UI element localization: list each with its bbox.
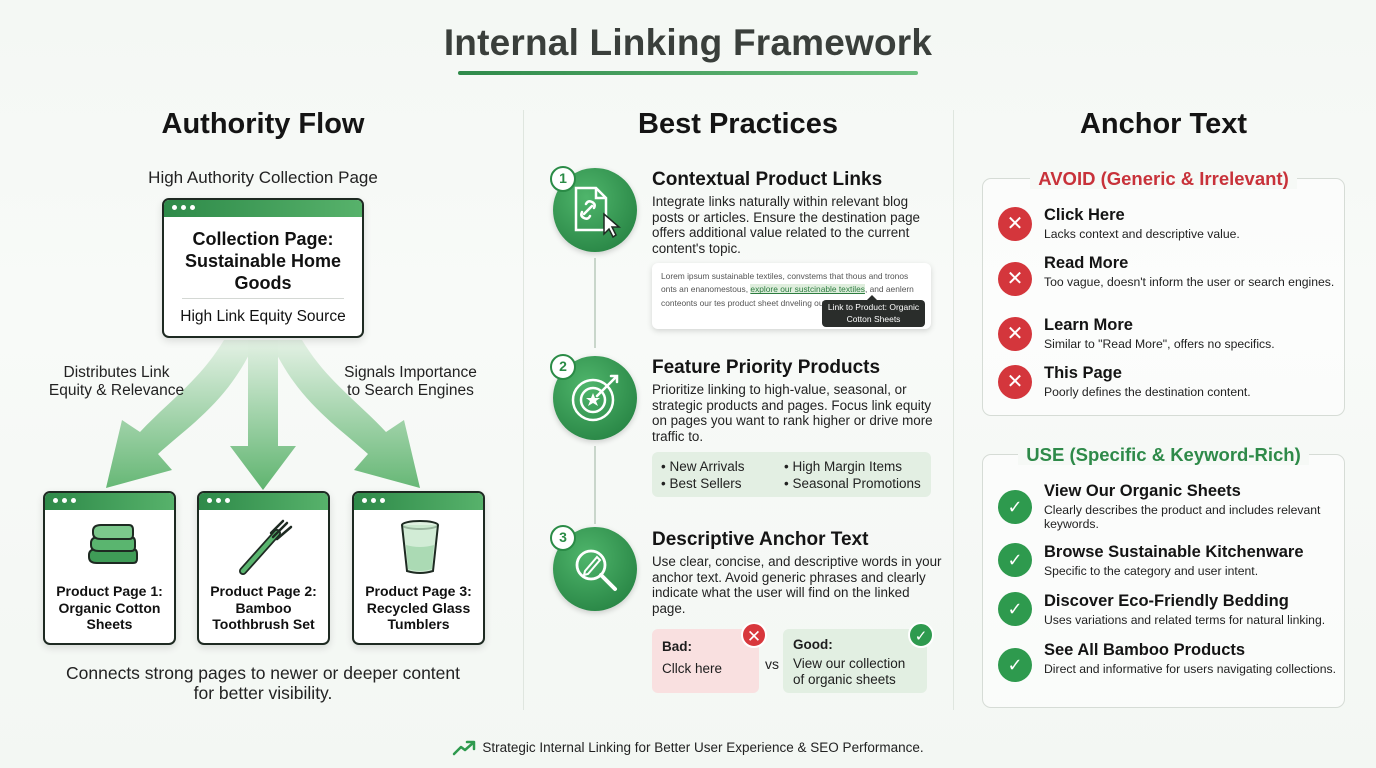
use-panel — [982, 454, 1345, 708]
authority-subtitle: High Authority Collection Page — [148, 168, 378, 187]
practice-2-text: Prioritize linking to high-value, season… — [652, 382, 933, 444]
priority-item: • Best Sellers — [661, 476, 742, 491]
snippet-text-after: , and aenlern conteonts our tes product … — [661, 284, 922, 308]
product-name-1: Product Page 1: Organic Cotton Sheets — [56, 583, 163, 632]
good-example-box: Good: View our collection of organic she… — [783, 629, 927, 693]
column-divider-right — [953, 110, 954, 710]
check-icon: ✓ — [998, 648, 1032, 682]
practice-2-number: 2 — [550, 354, 576, 380]
good-example-text: View our collection of organic sheets — [793, 656, 906, 687]
authority-footer: Connects strong pages to newer or deeper… — [66, 663, 460, 703]
product-card-3: Product Page 3: Recycled Glass Tumblers — [352, 491, 485, 645]
check-icon: ✓ — [908, 622, 934, 648]
priority-item: • High Margin Items — [784, 459, 903, 474]
priority-item: • New Arrivals — [661, 459, 745, 474]
x-icon: ✕ — [998, 262, 1032, 296]
collection-source: High Link Equity Source — [180, 308, 346, 325]
avoid-panel — [982, 178, 1345, 416]
timeline-line-1 — [594, 258, 596, 348]
authority-flow-heading: Authority Flow — [161, 108, 365, 140]
product-name-2: Product Page 2: Bamboo Toothbrush Set — [210, 583, 317, 632]
best-practices-heading: Best Practices — [638, 108, 838, 140]
x-icon: ✕ — [998, 207, 1032, 241]
document-link-icon — [574, 186, 622, 238]
versus-label: vs — [765, 656, 779, 672]
priority-item: • Seasonal Promotions — [784, 476, 921, 491]
practice-3-number: 3 — [550, 525, 576, 551]
practice-2-title: Feature Priority Products — [652, 357, 881, 378]
x-icon: ✕ — [998, 365, 1032, 399]
priority-products-box: • New Arrivals • High Margin Items • Bes… — [652, 452, 931, 497]
target-star-icon — [571, 374, 619, 422]
avoid-item-title: This Page — [1044, 364, 1122, 382]
check-icon: ✓ — [998, 543, 1032, 577]
bad-example-label: Bad: — [662, 639, 692, 654]
avoid-item-title: Read More — [1044, 254, 1129, 272]
product-name-3: Product Page 3: Recycled Glass Tumblers — [365, 583, 472, 632]
footer-text: Strategic Internal Linking for Better Us… — [482, 740, 924, 755]
flow-arrow-center — [230, 340, 296, 490]
snippet-text-before: Lorem ipsum sustainable textiles, convst… — [661, 271, 909, 295]
avoid-item-title: Click Here — [1044, 206, 1125, 224]
use-item-desc: Uses variations and related terms for na… — [1044, 613, 1326, 627]
glass-tumbler-icon — [401, 520, 439, 574]
x-icon: ✕ — [998, 317, 1032, 351]
product-card-2: Product Page 2: Bamboo Toothbrush Set — [197, 491, 330, 645]
page-title: Internal Linking Framework — [443, 22, 933, 63]
flow-label-right: Signals Importance to Search Engines — [344, 364, 477, 399]
browser-bar — [164, 200, 362, 217]
avoid-heading: AVOID (Generic & Irrelevant) — [982, 168, 1345, 190]
page-footer: Strategic Internal Linking for Better Us… — [0, 740, 1376, 756]
snippet-link[interactable]: explore our sustcinable textiles — [750, 284, 865, 295]
use-heading: USE (Specific & Keyword-Rich) — [982, 444, 1345, 466]
flow-arrow-left — [106, 340, 256, 488]
use-item-title: Discover Eco-Friendly Bedding — [1044, 592, 1289, 610]
good-example-label: Good: — [793, 637, 833, 652]
practice-1-text: Integrate links naturally within relevan… — [652, 194, 920, 256]
title-underline — [458, 71, 918, 75]
flow-label-left: Distributes Link Equity & Relevance — [48, 364, 185, 399]
use-item-desc: Clearly describes the product and includ… — [1044, 503, 1321, 531]
flow-arrow-right — [270, 340, 420, 488]
use-item-title: View Our Organic Sheets — [1044, 482, 1241, 500]
use-item-desc: Direct and informative for users navigat… — [1044, 662, 1336, 676]
avoid-item-desc: Poorly defines the destination content. — [1044, 385, 1251, 399]
column-divider-left — [523, 110, 524, 710]
practice-1-number: 1 — [550, 166, 576, 192]
avoid-item-desc: Similar to "Read More", offers no specif… — [1044, 337, 1275, 351]
collection-page-card: Collection Page: Sustainable Home Goods … — [162, 198, 364, 338]
collection-title: Collection Page: Sustainable Home Goods — [184, 229, 342, 293]
collection-divider — [182, 298, 344, 299]
x-icon: ✕ — [741, 622, 767, 648]
toothbrush-icon — [239, 519, 293, 575]
avoid-item-desc: Lacks context and descriptive value. — [1044, 227, 1240, 241]
use-item-title: Browse Sustainable Kitchenware — [1044, 543, 1304, 561]
folded-sheets-icon — [88, 524, 138, 564]
avoid-item-desc: Too vague, doesn't inform the user or se… — [1044, 275, 1335, 289]
link-tooltip: Link to Product: Organic Cotton Sheets — [822, 295, 925, 327]
practice-1-title: Contextual Product Links — [652, 169, 883, 190]
anchor-text-heading: Anchor Text — [1079, 108, 1248, 140]
check-icon: ✓ — [998, 490, 1032, 524]
product-card-1: Product Page 1: Organic Cotton Sheets — [43, 491, 176, 645]
practice-3-text: Use clear, concise, and descriptive word… — [652, 554, 942, 616]
trend-up-icon — [453, 741, 476, 756]
timeline-line-2 — [594, 446, 596, 524]
use-item-desc: Specific to the category and user intent… — [1044, 564, 1259, 578]
practice-3-title: Descriptive Anchor Text — [652, 529, 869, 550]
bad-example-text: Cllck here — [662, 661, 723, 676]
use-item-title: See All Bamboo Products — [1044, 641, 1246, 659]
check-icon: ✓ — [998, 592, 1032, 626]
avoid-item-title: Learn More — [1044, 316, 1133, 334]
search-pencil-icon — [575, 549, 617, 591]
